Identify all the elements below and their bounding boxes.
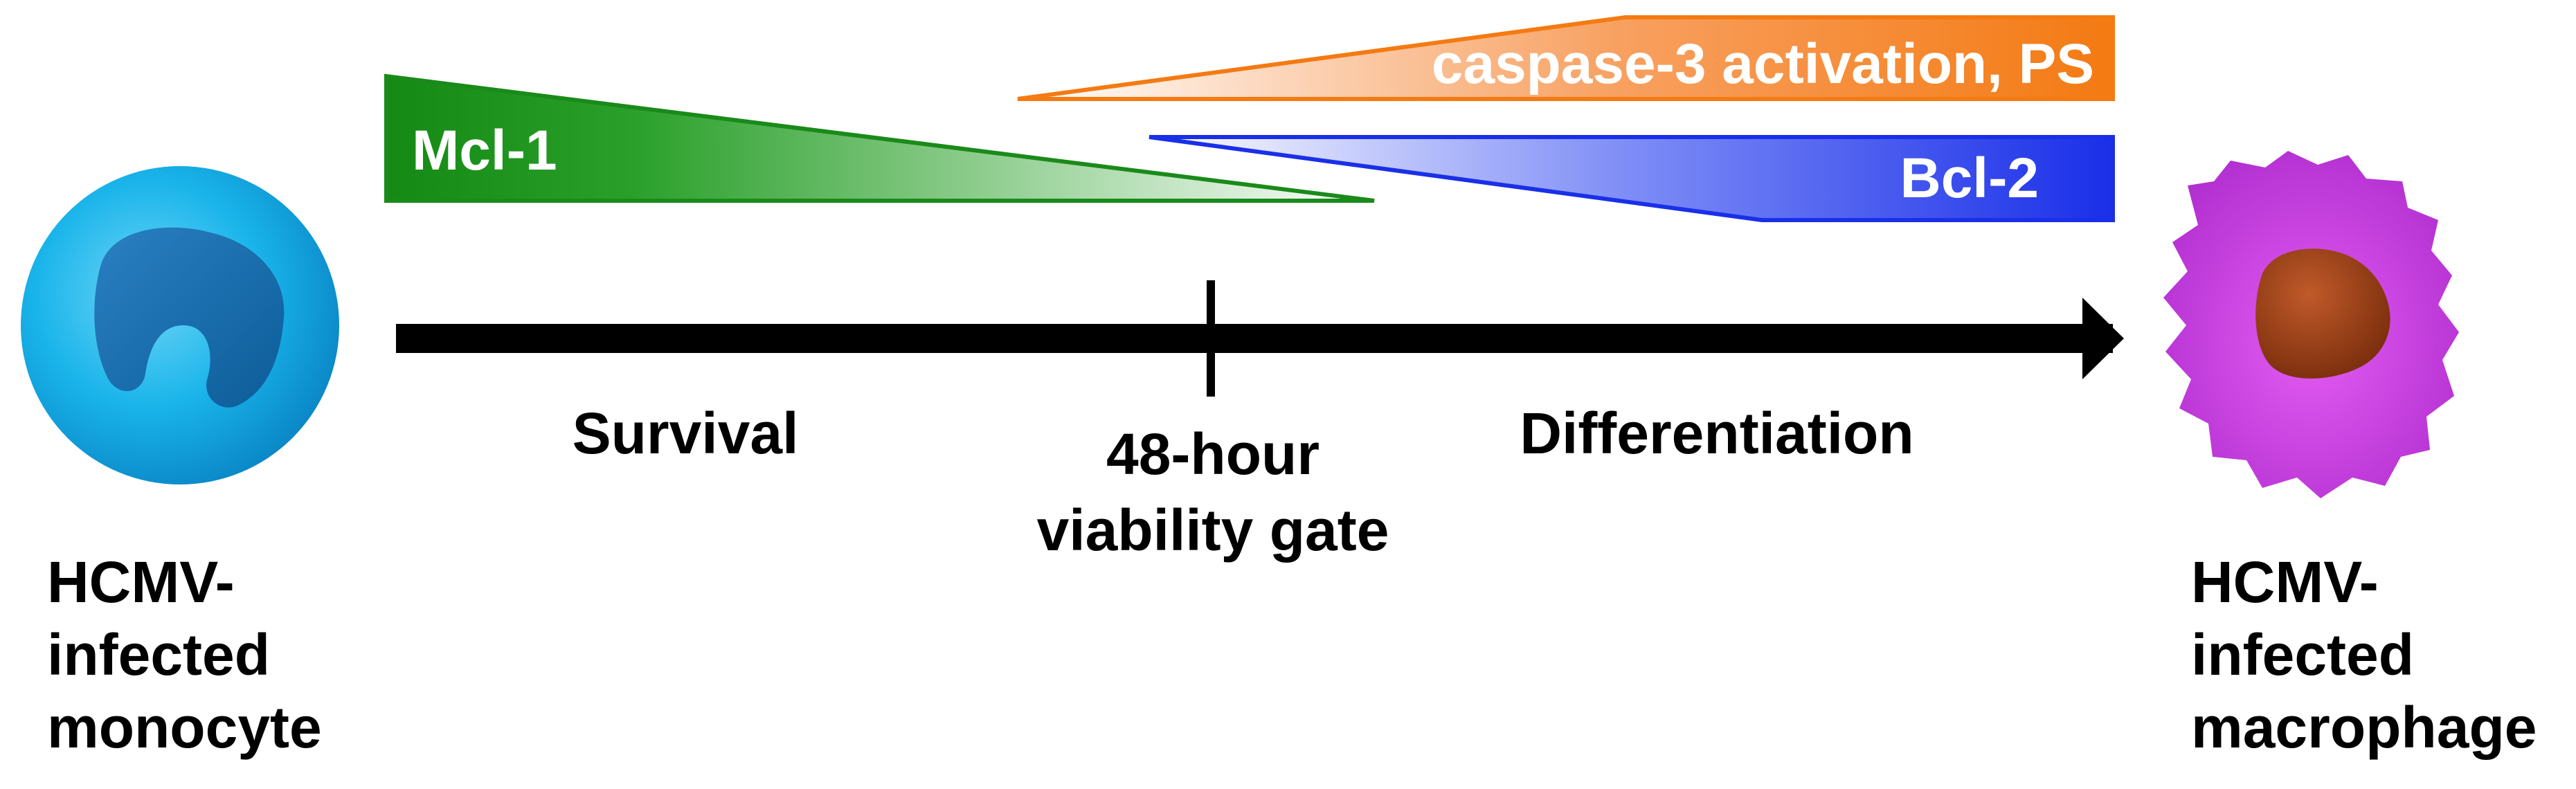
gate-label-line-2: viability gate: [1037, 498, 1389, 563]
monocyte-label: HCMV- infected monocyte: [47, 550, 322, 760]
macrophage-label: HCMV- infected macrophage: [2191, 550, 2537, 760]
viability-gate-label: 48-hour viability gate: [1037, 421, 1389, 563]
monocyte-label-line-1: HCMV-: [47, 550, 235, 615]
monocyte-nucleus-icon: [94, 227, 285, 408]
viability-gate-tick: [1207, 280, 1215, 397]
monocyte-label-line-2: infected: [47, 622, 270, 687]
caspase-label: caspase-3 activation, PS: [1432, 33, 2094, 96]
bcl2-wedge: Bcl-2: [1149, 135, 2115, 222]
mcl1-label: Mcl-1: [412, 119, 557, 182]
gate-label-line-1: 48-hour: [1106, 421, 1319, 487]
differentiation-phase-label: Differentiation: [1520, 401, 1913, 466]
monocyte-cell-icon: [21, 166, 339, 484]
macrophage-cell-icon: [2163, 151, 2459, 498]
caspase-wedge: caspase-3 activation, PS: [1017, 15, 2115, 101]
mcl1-wedge: Mcl-1: [384, 73, 1375, 203]
survival-phase-label: Survival: [573, 401, 799, 466]
macrophage-label-line-3: macrophage: [2191, 695, 2537, 760]
bcl2-label: Bcl-2: [1900, 147, 2039, 210]
macrophage-label-line-1: HCMV-: [2191, 550, 2379, 615]
monocyte-label-line-3: monocyte: [47, 695, 322, 760]
macrophage-nucleus-icon: [2255, 248, 2390, 379]
macrophage-label-line-2: infected: [2191, 622, 2414, 687]
timeline-arrow: [396, 298, 2124, 379]
